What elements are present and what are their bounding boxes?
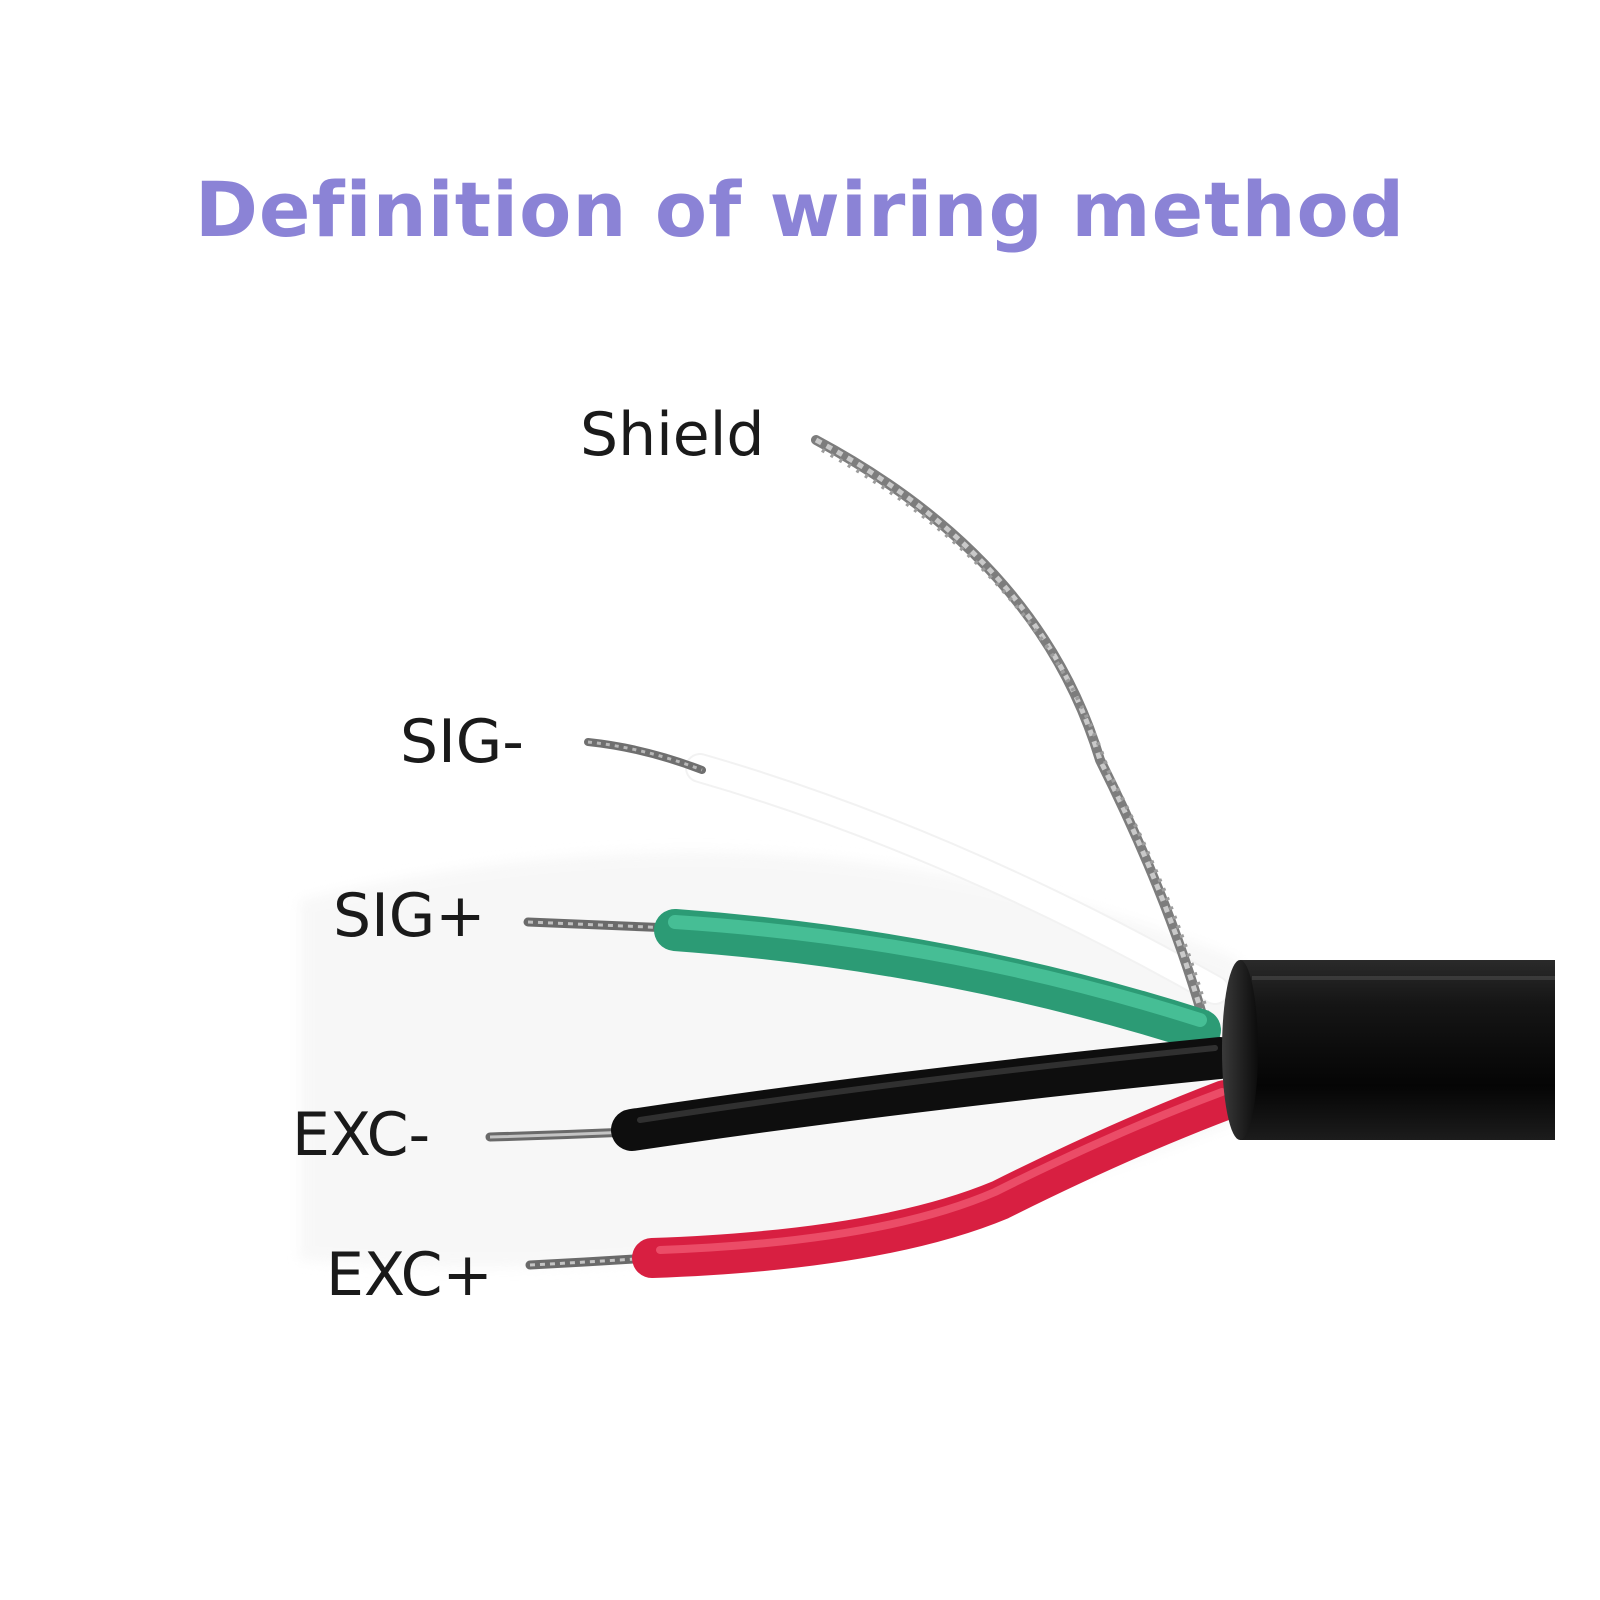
- exc-minus-wire: [485, 1037, 1241, 1151]
- sig-minus-wire: [584, 738, 1230, 1005]
- sig-minus-label: SIG-: [400, 707, 524, 777]
- shield-wire: [811, 435, 1214, 1031]
- exc-plus-label: EXC+: [326, 1240, 493, 1310]
- cable-jacket: [1222, 960, 1555, 1140]
- background-shadow: [300, 852, 1240, 1268]
- sig-plus-wire: [523, 909, 1221, 1051]
- exc-minus-label: EXC-: [292, 1100, 431, 1170]
- exc-plus-wire: [525, 1080, 1245, 1278]
- shield-label: Shield: [580, 400, 765, 470]
- sig-plus-label: SIG+: [333, 881, 486, 951]
- page-title: Definition of wiring method: [194, 165, 1406, 254]
